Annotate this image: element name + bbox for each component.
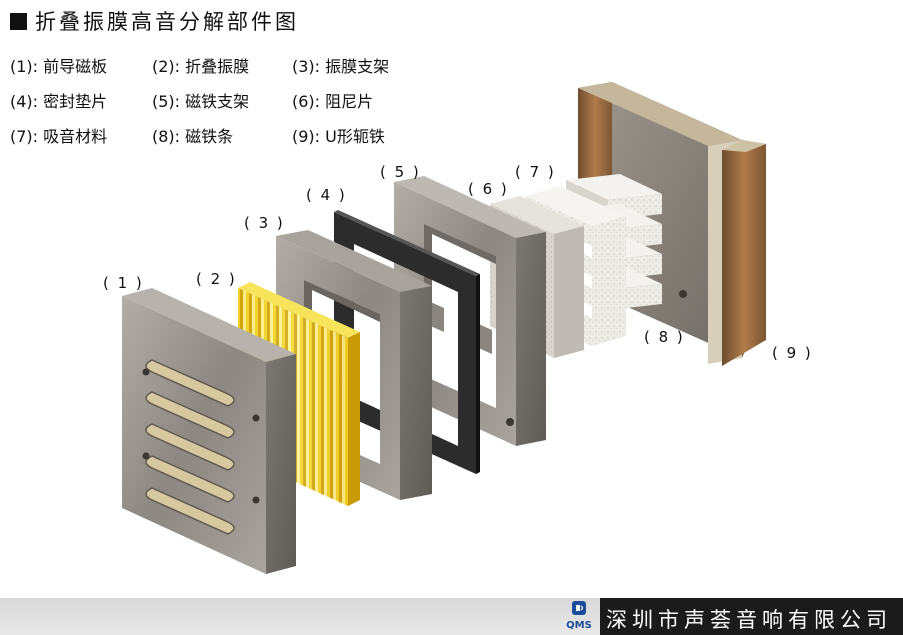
front-magnetic-plate xyxy=(122,288,296,574)
exploded-view-diagram xyxy=(122,82,766,574)
legend-item-6: (6): 阻尼片 xyxy=(292,92,374,111)
legend-item-5: (5): 磁铁支架 xyxy=(152,92,250,111)
company-name: 深圳市声荟音响有限公司 xyxy=(606,608,892,632)
callout-5: ( 5 ) xyxy=(380,163,421,181)
legend-item-7: (7): 吸音材料 xyxy=(10,127,108,146)
legend-item-9: (9): U形轭铁 xyxy=(292,127,385,146)
page-title: 折叠振膜高音分解部件图 xyxy=(10,6,299,36)
legend-item-1: (1): 前导磁板 xyxy=(10,57,108,76)
legend-item-8: (8): 磁铁条 xyxy=(152,127,234,146)
sealing-gasket xyxy=(334,210,480,474)
title-text: 折叠振膜高音分解部件图 xyxy=(35,10,299,34)
callout-2: ( 2 ) xyxy=(196,270,237,288)
qms-logo-icon xyxy=(572,601,586,615)
legend-item-3: (3): 振膜支架 xyxy=(292,57,390,76)
callout-1: ( 1 ) xyxy=(103,274,144,292)
title-square-icon xyxy=(10,12,27,30)
callout-6: ( 6 ) xyxy=(468,180,509,198)
footer-company-band xyxy=(600,598,903,635)
legend-item-2: (2): 折叠振膜 xyxy=(152,57,250,76)
callout-8: ( 8 ) xyxy=(644,328,685,346)
logo-text: QMS xyxy=(566,620,592,631)
u-yoke xyxy=(578,82,766,366)
callout-4: ( 4 ) xyxy=(306,186,347,204)
callout-3: ( 3 ) xyxy=(244,214,285,232)
callout-9: ( 9 ) xyxy=(772,344,813,362)
legend-item-4: (4): 密封垫片 xyxy=(10,92,108,111)
callout-7: ( 7 ) xyxy=(515,163,556,181)
